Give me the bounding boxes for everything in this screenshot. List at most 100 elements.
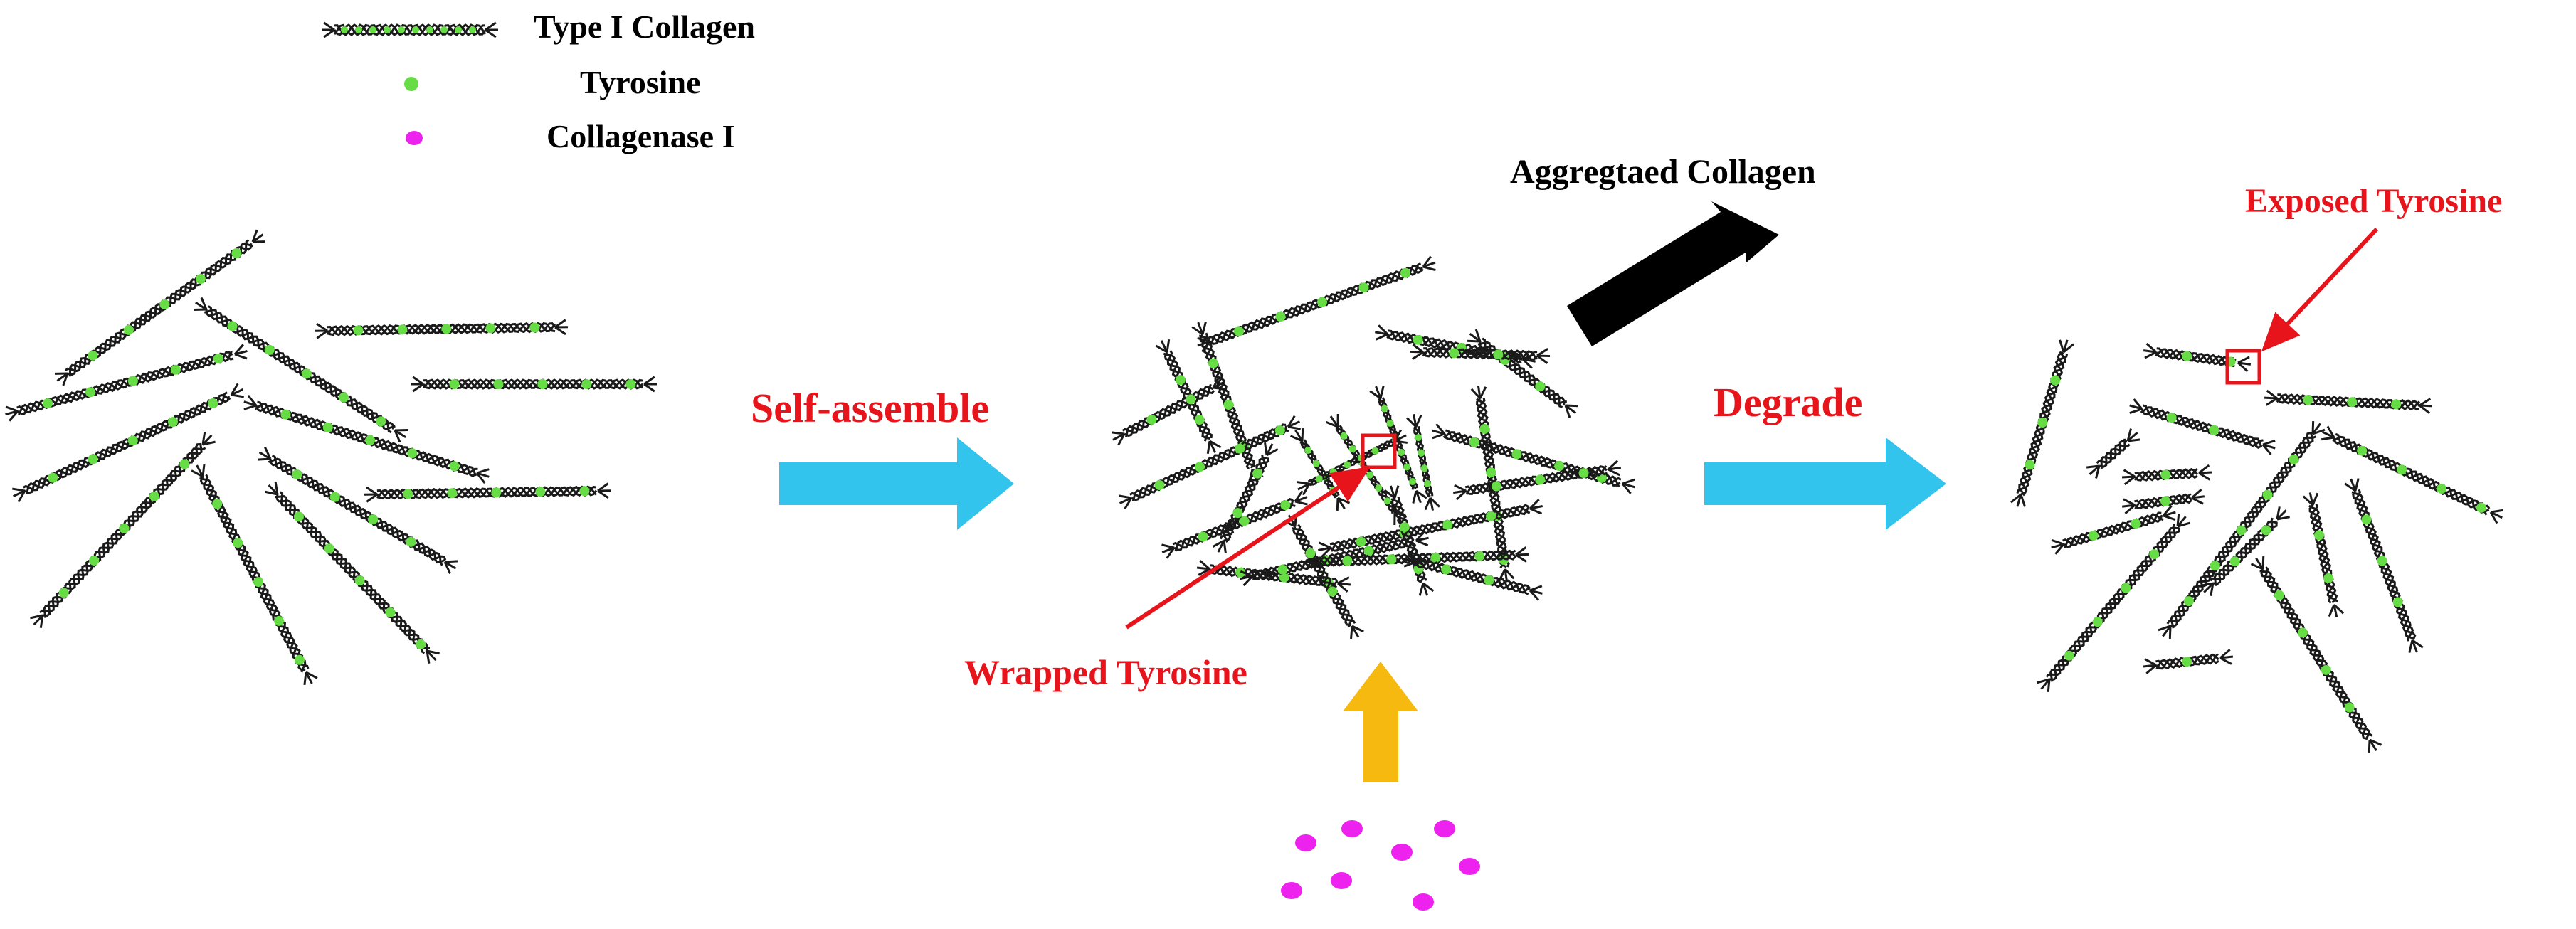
tyrosine-dot bbox=[537, 379, 547, 389]
tyrosine-dot bbox=[2209, 425, 2219, 435]
tyrosine-dot bbox=[1198, 532, 1208, 542]
tyrosine-dot bbox=[2377, 556, 2387, 566]
tyrosine-dot bbox=[1469, 437, 1479, 447]
tyrosine-dot bbox=[2391, 399, 2401, 409]
tyrosine-dot bbox=[440, 26, 448, 33]
collagen-fiber bbox=[30, 432, 215, 628]
tyrosine-dot bbox=[2393, 597, 2403, 607]
tyrosine-dot bbox=[369, 26, 376, 33]
tyrosine-dot bbox=[493, 379, 503, 389]
collagenase-dot bbox=[1331, 872, 1352, 889]
tyrosine-dot bbox=[208, 398, 218, 408]
collagen-fiber bbox=[1318, 499, 1542, 557]
self-assemble-label: Self-assemble bbox=[751, 385, 989, 431]
tyrosine-dot bbox=[48, 473, 58, 483]
tyrosine-dot bbox=[233, 538, 243, 548]
collagen-fiber bbox=[2158, 421, 2325, 639]
tyrosine-dot bbox=[294, 511, 304, 521]
tyrosine-dot bbox=[1579, 468, 1589, 478]
tyrosine-dot bbox=[1449, 348, 1459, 358]
aggregate-pointer-arrow bbox=[1567, 201, 1779, 346]
tyrosine-dot bbox=[416, 639, 426, 649]
tyrosine-dot bbox=[2210, 561, 2220, 570]
tyrosine-dot bbox=[2089, 531, 2099, 541]
tyrosine-dot bbox=[412, 26, 419, 33]
aggregated-collagen-label: Aggregtaed Collagen bbox=[1510, 153, 1816, 191]
tyrosine-dot bbox=[455, 26, 462, 33]
tyrosine-dot bbox=[2093, 617, 2103, 627]
tyrosine-dot bbox=[535, 487, 545, 497]
tyrosine-dot bbox=[1176, 375, 1186, 385]
tyrosine-dot bbox=[376, 416, 386, 426]
tyrosine-dot bbox=[1306, 548, 1316, 558]
tyrosine-dot bbox=[2347, 397, 2357, 407]
tyrosine-dot bbox=[1304, 447, 1311, 454]
tyrosine-dot bbox=[2303, 395, 2313, 405]
tyrosine-dot bbox=[384, 26, 391, 33]
tyrosine-dot bbox=[579, 486, 589, 496]
tyrosine-dot bbox=[1400, 268, 1410, 278]
tyrosine-dot bbox=[2064, 651, 2074, 661]
tyrosine-dot bbox=[1421, 464, 1428, 472]
tyrosine-dot bbox=[353, 325, 363, 335]
tyrosine-dot bbox=[1484, 575, 1494, 585]
tyrosine-dot bbox=[341, 26, 348, 33]
tyrosine-dot bbox=[406, 537, 416, 547]
tyrosine-dot bbox=[1386, 554, 1396, 564]
tyrosine-dot bbox=[1232, 508, 1242, 518]
tyrosine-dot bbox=[1316, 475, 1323, 482]
tyrosine-dot bbox=[292, 469, 302, 479]
tyrosine-dot bbox=[529, 322, 539, 332]
tyrosine-dot bbox=[1413, 335, 1423, 345]
tyrosine-dot bbox=[397, 324, 407, 334]
tyrosine-dot bbox=[2357, 446, 2367, 456]
tyrosine-dot bbox=[2184, 596, 2194, 606]
tyrosine-dot bbox=[171, 365, 181, 375]
tyrosine-dot bbox=[1486, 511, 1496, 521]
tyrosine-dot bbox=[1486, 467, 1496, 477]
tyrosine-dot bbox=[450, 461, 460, 471]
collagen-fiber bbox=[2321, 426, 2503, 523]
tyrosine-dot bbox=[2050, 376, 2060, 386]
tyrosine-dot bbox=[1275, 312, 1285, 322]
tyrosine-dot bbox=[2025, 460, 2034, 469]
tyrosine-dot bbox=[88, 351, 97, 361]
legend-tyrosine-label: Tyrosine bbox=[580, 64, 701, 100]
collagenase-dot bbox=[1413, 893, 1434, 911]
tyrosine-dot bbox=[2274, 590, 2284, 600]
collagenase-cluster bbox=[1281, 820, 1480, 911]
degraded-collagen-fragments bbox=[2011, 340, 2503, 753]
tyrosine-dot bbox=[1442, 520, 1452, 530]
collagen-fiber bbox=[2037, 514, 2190, 692]
tyrosine-dot bbox=[179, 459, 189, 469]
tyrosine-dot bbox=[1366, 472, 1373, 479]
collagen-fiber bbox=[2130, 399, 2276, 455]
tyrosine-dot bbox=[168, 417, 178, 427]
wrapped-tyrosine-label: Wrapped Tyrosine bbox=[964, 652, 1247, 692]
tyrosine-dot bbox=[2160, 470, 2170, 480]
degrade-label: Degrade bbox=[1714, 379, 1862, 425]
tyrosine-dot bbox=[447, 488, 457, 498]
tyrosine-dot bbox=[128, 376, 138, 386]
tyrosine-dot bbox=[231, 248, 241, 258]
tyrosine-dot bbox=[1195, 462, 1205, 472]
tyrosine-dot bbox=[2160, 497, 2170, 506]
tyrosine-dot bbox=[2131, 519, 2140, 529]
tyrosine-dot bbox=[1155, 480, 1165, 490]
tyrosine-dot bbox=[196, 274, 206, 284]
exposed-tyrosine-label: Exposed Tyrosine bbox=[2245, 182, 2502, 220]
tyrosine-dot bbox=[1511, 449, 1521, 459]
tyrosine-dot bbox=[368, 514, 378, 524]
tyrosine-dot bbox=[485, 323, 495, 333]
tyrosine-dot bbox=[265, 345, 275, 355]
tyrosine-dot bbox=[2289, 455, 2298, 464]
tyrosine-dot bbox=[2323, 573, 2333, 583]
tyrosine-dot bbox=[1424, 480, 1431, 487]
tyrosine-dot bbox=[213, 354, 223, 363]
collagen-fiber bbox=[364, 484, 611, 502]
tyrosine-dot bbox=[1329, 468, 1336, 475]
tyrosine-dot bbox=[2149, 549, 2159, 559]
tyrosine-dot bbox=[212, 499, 222, 509]
tyrosine-dot bbox=[2361, 515, 2371, 525]
